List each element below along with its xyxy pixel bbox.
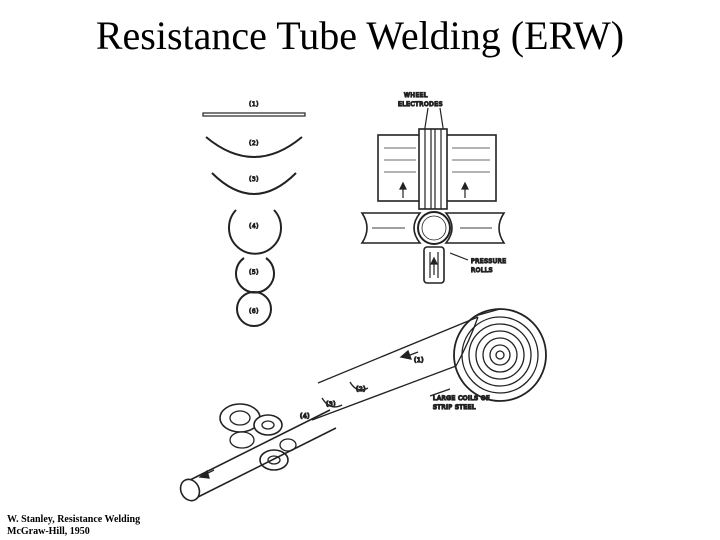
rolls-label-2: ROLLS	[471, 267, 493, 274]
electrodes-label-2: ELECTRODES	[398, 101, 443, 108]
electrodes-label-1: WHEEL	[404, 92, 428, 99]
welding-head: WHEEL ELECTRODES	[360, 91, 507, 284]
mill-stage-label-3: (3)	[326, 401, 336, 408]
stage-2-profile	[205, 136, 303, 158]
stage-label-2: (2)	[249, 140, 259, 147]
stage-3-profile	[211, 172, 297, 195]
wheel-electrodes	[377, 128, 497, 210]
credit-line-2: McGraw-Hill, 1950	[7, 526, 90, 537]
mill-stage-label-1: (1)	[414, 357, 424, 364]
stage-6-closed-tube	[236, 291, 272, 327]
steel-coil	[453, 308, 547, 402]
coil-label-2: STRIP STEEL	[433, 404, 476, 411]
rolls-label-1: PRESSURE	[471, 258, 507, 265]
stage-label-3: (3)	[249, 176, 259, 183]
stage-label-1: (1)	[249, 101, 259, 108]
finished-tube	[179, 409, 337, 502]
tube-mill: (1) (2) (3) (4) LARGE COILS OF STRIP STE…	[179, 308, 547, 502]
source-credit: W. Stanley, Resistance Welding McGraw-Hi…	[7, 514, 140, 538]
stage-label-4: (4)	[249, 223, 259, 230]
stage-4-profile	[228, 209, 282, 255]
stage-progression: (1) (2) (3) (4) (5) (6)	[202, 101, 306, 327]
mill-stage-label-2: (2)	[356, 386, 366, 393]
pressure-rolls	[360, 211, 506, 284]
credit-line-1: W. Stanley, Resistance Welding	[7, 514, 141, 525]
stage-label-6: (6)	[249, 308, 259, 315]
flat-strip	[202, 112, 306, 117]
stage-label-5: (5)	[249, 269, 259, 276]
mill-stage-label-4: (4)	[300, 413, 310, 420]
slide-title: Resistance Tube Welding (ERW)	[95, 13, 625, 58]
coil-label-1: LARGE COILS OF	[433, 395, 490, 402]
